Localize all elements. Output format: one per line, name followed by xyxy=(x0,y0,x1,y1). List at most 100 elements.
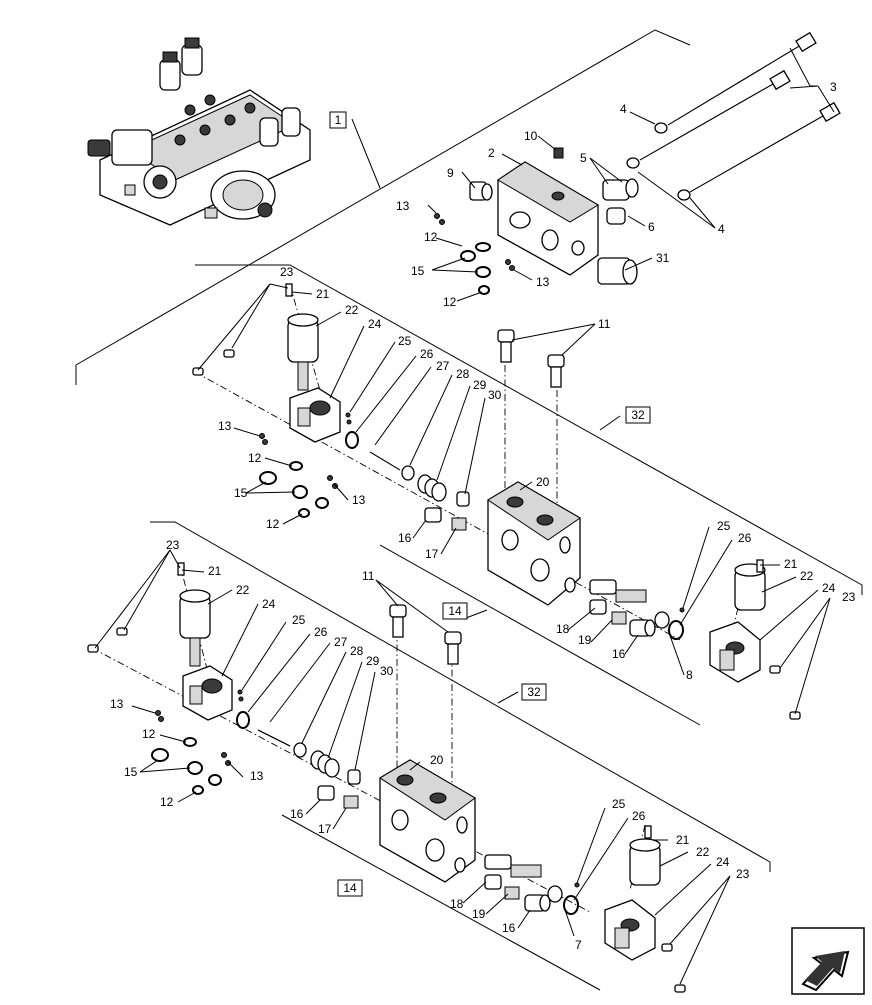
o-ring xyxy=(208,774,222,786)
callout-number: 24 xyxy=(368,317,382,331)
callout-number: 23 xyxy=(280,265,294,279)
seal xyxy=(158,716,164,722)
callout-number: 19 xyxy=(578,633,592,647)
callout-number: 23 xyxy=(842,590,856,604)
callout-number: 16 xyxy=(290,807,304,821)
screw xyxy=(674,984,686,993)
o-ring xyxy=(460,250,476,262)
spool-right xyxy=(484,854,563,903)
o-ring xyxy=(315,497,329,509)
plug-fitting xyxy=(444,631,462,665)
callout-number: 28 xyxy=(456,367,470,381)
solenoid-housing xyxy=(182,665,233,721)
callout-number: 11 xyxy=(362,569,375,583)
check-spring xyxy=(451,517,467,531)
plug-fitting xyxy=(389,604,407,638)
callout-number: 15 xyxy=(234,486,248,500)
screw xyxy=(756,559,764,573)
reference-label: 1 xyxy=(335,113,342,127)
o-ring xyxy=(192,785,204,795)
screw xyxy=(285,283,293,297)
callout-number: 18 xyxy=(556,622,570,636)
spool-right xyxy=(589,579,670,629)
callout-number: 26 xyxy=(738,531,752,545)
fitting xyxy=(589,599,607,615)
callout-number: 12 xyxy=(443,295,457,309)
plug xyxy=(553,147,564,159)
callout-number: 21 xyxy=(208,564,222,578)
reference-label: 32 xyxy=(527,685,541,699)
valve-section-upper xyxy=(192,283,801,720)
callout-number: 16 xyxy=(612,647,626,661)
callout-number: 22 xyxy=(800,569,814,583)
callout-number: 22 xyxy=(696,845,710,859)
solenoid-housing xyxy=(289,387,341,443)
callout-number: 10 xyxy=(524,129,538,143)
spring xyxy=(504,886,520,900)
cap xyxy=(347,769,361,785)
washer xyxy=(677,189,691,201)
check-valve xyxy=(317,785,335,801)
callout-number: 13 xyxy=(536,275,550,289)
callout-number: 25 xyxy=(292,613,306,627)
screw xyxy=(661,943,673,952)
seal xyxy=(238,696,244,702)
leader-lines xyxy=(94,47,835,985)
callout-number: 22 xyxy=(236,583,250,597)
callout-number: 26 xyxy=(420,347,434,361)
callout-number: 25 xyxy=(612,797,626,811)
seal xyxy=(221,752,227,758)
cap xyxy=(629,619,656,637)
callout-number: 22 xyxy=(345,303,359,317)
boxed-reference-labels: 1 32 14 32 14 xyxy=(329,111,651,897)
callout-number: 6 xyxy=(648,220,655,234)
callout-number: 17 xyxy=(425,547,439,561)
solenoid-housing-right xyxy=(709,621,761,683)
spool xyxy=(369,451,415,481)
next-page-arrow-icon[interactable] xyxy=(791,927,865,995)
screw xyxy=(177,562,185,576)
reference-box xyxy=(442,602,468,620)
washer xyxy=(654,122,668,134)
o-ring xyxy=(183,737,197,747)
o-ring xyxy=(289,461,303,471)
cap xyxy=(524,894,551,912)
callout-number: 12 xyxy=(266,517,280,531)
plug-fitting xyxy=(547,354,565,388)
reference-label: 14 xyxy=(448,604,462,618)
spring xyxy=(611,611,627,625)
tie-rod xyxy=(667,31,817,126)
solenoid-coil-right xyxy=(629,838,661,886)
callout-number: 11 xyxy=(598,317,611,331)
o-ring xyxy=(668,620,684,640)
o-ring xyxy=(259,471,277,485)
callout-number: 15 xyxy=(411,264,425,278)
callout-number: 29 xyxy=(366,654,380,668)
spool xyxy=(257,729,307,758)
seal xyxy=(509,265,515,271)
washer xyxy=(626,157,640,169)
o-ring xyxy=(292,485,308,499)
reference-box xyxy=(337,879,363,897)
o-ring xyxy=(345,431,359,449)
screw xyxy=(223,349,235,358)
callout-number: 30 xyxy=(380,664,394,678)
seal xyxy=(574,882,580,888)
callout-number: 21 xyxy=(316,287,330,301)
callout-number: 12 xyxy=(142,727,156,741)
callout-number: 21 xyxy=(676,833,690,847)
screw xyxy=(644,825,652,839)
o-ring xyxy=(187,761,203,775)
callout-number: 23 xyxy=(166,538,180,552)
callout-number: 25 xyxy=(398,334,412,348)
callout-number: 26 xyxy=(632,809,646,823)
end-cover-section xyxy=(434,31,841,295)
callout-number: 19 xyxy=(472,907,486,921)
callout-number: 4 xyxy=(718,222,725,236)
callout-number: 27 xyxy=(436,359,450,373)
reference-label: 32 xyxy=(631,408,645,422)
seal xyxy=(259,433,265,439)
end-cover-body xyxy=(497,161,599,276)
seal xyxy=(439,219,445,225)
